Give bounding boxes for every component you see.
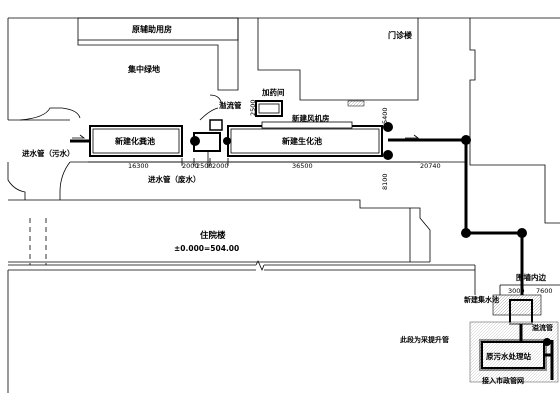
dimension-36500: 36500	[292, 162, 313, 170]
label-municipal-connect: 接入市政管网	[482, 376, 524, 385]
dimension-line-bottom	[88, 158, 466, 166]
dimension-2000-a: 2000	[182, 162, 199, 170]
dimension-2000-b: 2000	[212, 162, 229, 170]
label-overflow-pipe-right: 溢流管	[532, 323, 553, 332]
new-bio-tank	[227, 121, 393, 160]
label-new-sump: 新建集水池	[464, 295, 499, 304]
label-original-treatment: 原污水处理站	[486, 351, 531, 361]
small-hatched-structure	[347, 100, 365, 107]
dimension-3000: 3000	[508, 287, 525, 295]
original-auxiliary-building	[77, 17, 239, 109]
treatment-station-area	[469, 284, 560, 383]
label-elevation: ±0.000=504.00	[174, 244, 239, 253]
label-inpatient-building: 住院楼	[200, 230, 226, 241]
junction-chamber	[190, 119, 231, 152]
inpatient-building	[8, 199, 431, 263]
label-inlet-pipe-waste: 进水管（废水）	[148, 174, 201, 184]
label-dosing-room: 加药间	[261, 87, 285, 97]
dimension-8100: 8100	[381, 173, 389, 190]
dimension-5400: 5400	[381, 107, 389, 124]
label-central-green: 集中绿地	[127, 64, 160, 74]
label-lift-pipe-note: 此段为采提升管	[400, 335, 449, 344]
dimension-16300: 16300	[128, 162, 149, 170]
street-band	[7, 260, 476, 393]
dimension-2500-vert: 2500	[249, 99, 257, 116]
label-new-bio-tank: 新建生化池	[282, 136, 322, 146]
dimension-2500: 2500	[196, 162, 213, 170]
label-inlet-pipe-sewage: 进水管（污水）	[22, 148, 75, 158]
clinic-building	[257, 18, 560, 224]
label-wall-inside: 围墙内边	[516, 272, 546, 282]
label-overflow-pipe-top: 溢流管	[219, 100, 242, 110]
dosing-room	[255, 100, 283, 117]
dimension-7600: 7600	[536, 287, 553, 295]
dimension-20740: 20740	[420, 162, 441, 170]
label-new-septic-tank: 新建化粪池	[115, 136, 155, 146]
central-green-area	[19, 107, 219, 121]
label-clinic-building: 门诊楼	[388, 30, 412, 40]
label-new-fan-room: 新建风机房	[292, 113, 330, 123]
site-boundary	[7, 17, 560, 121]
label-original-building: 原辅助用房	[132, 24, 172, 34]
